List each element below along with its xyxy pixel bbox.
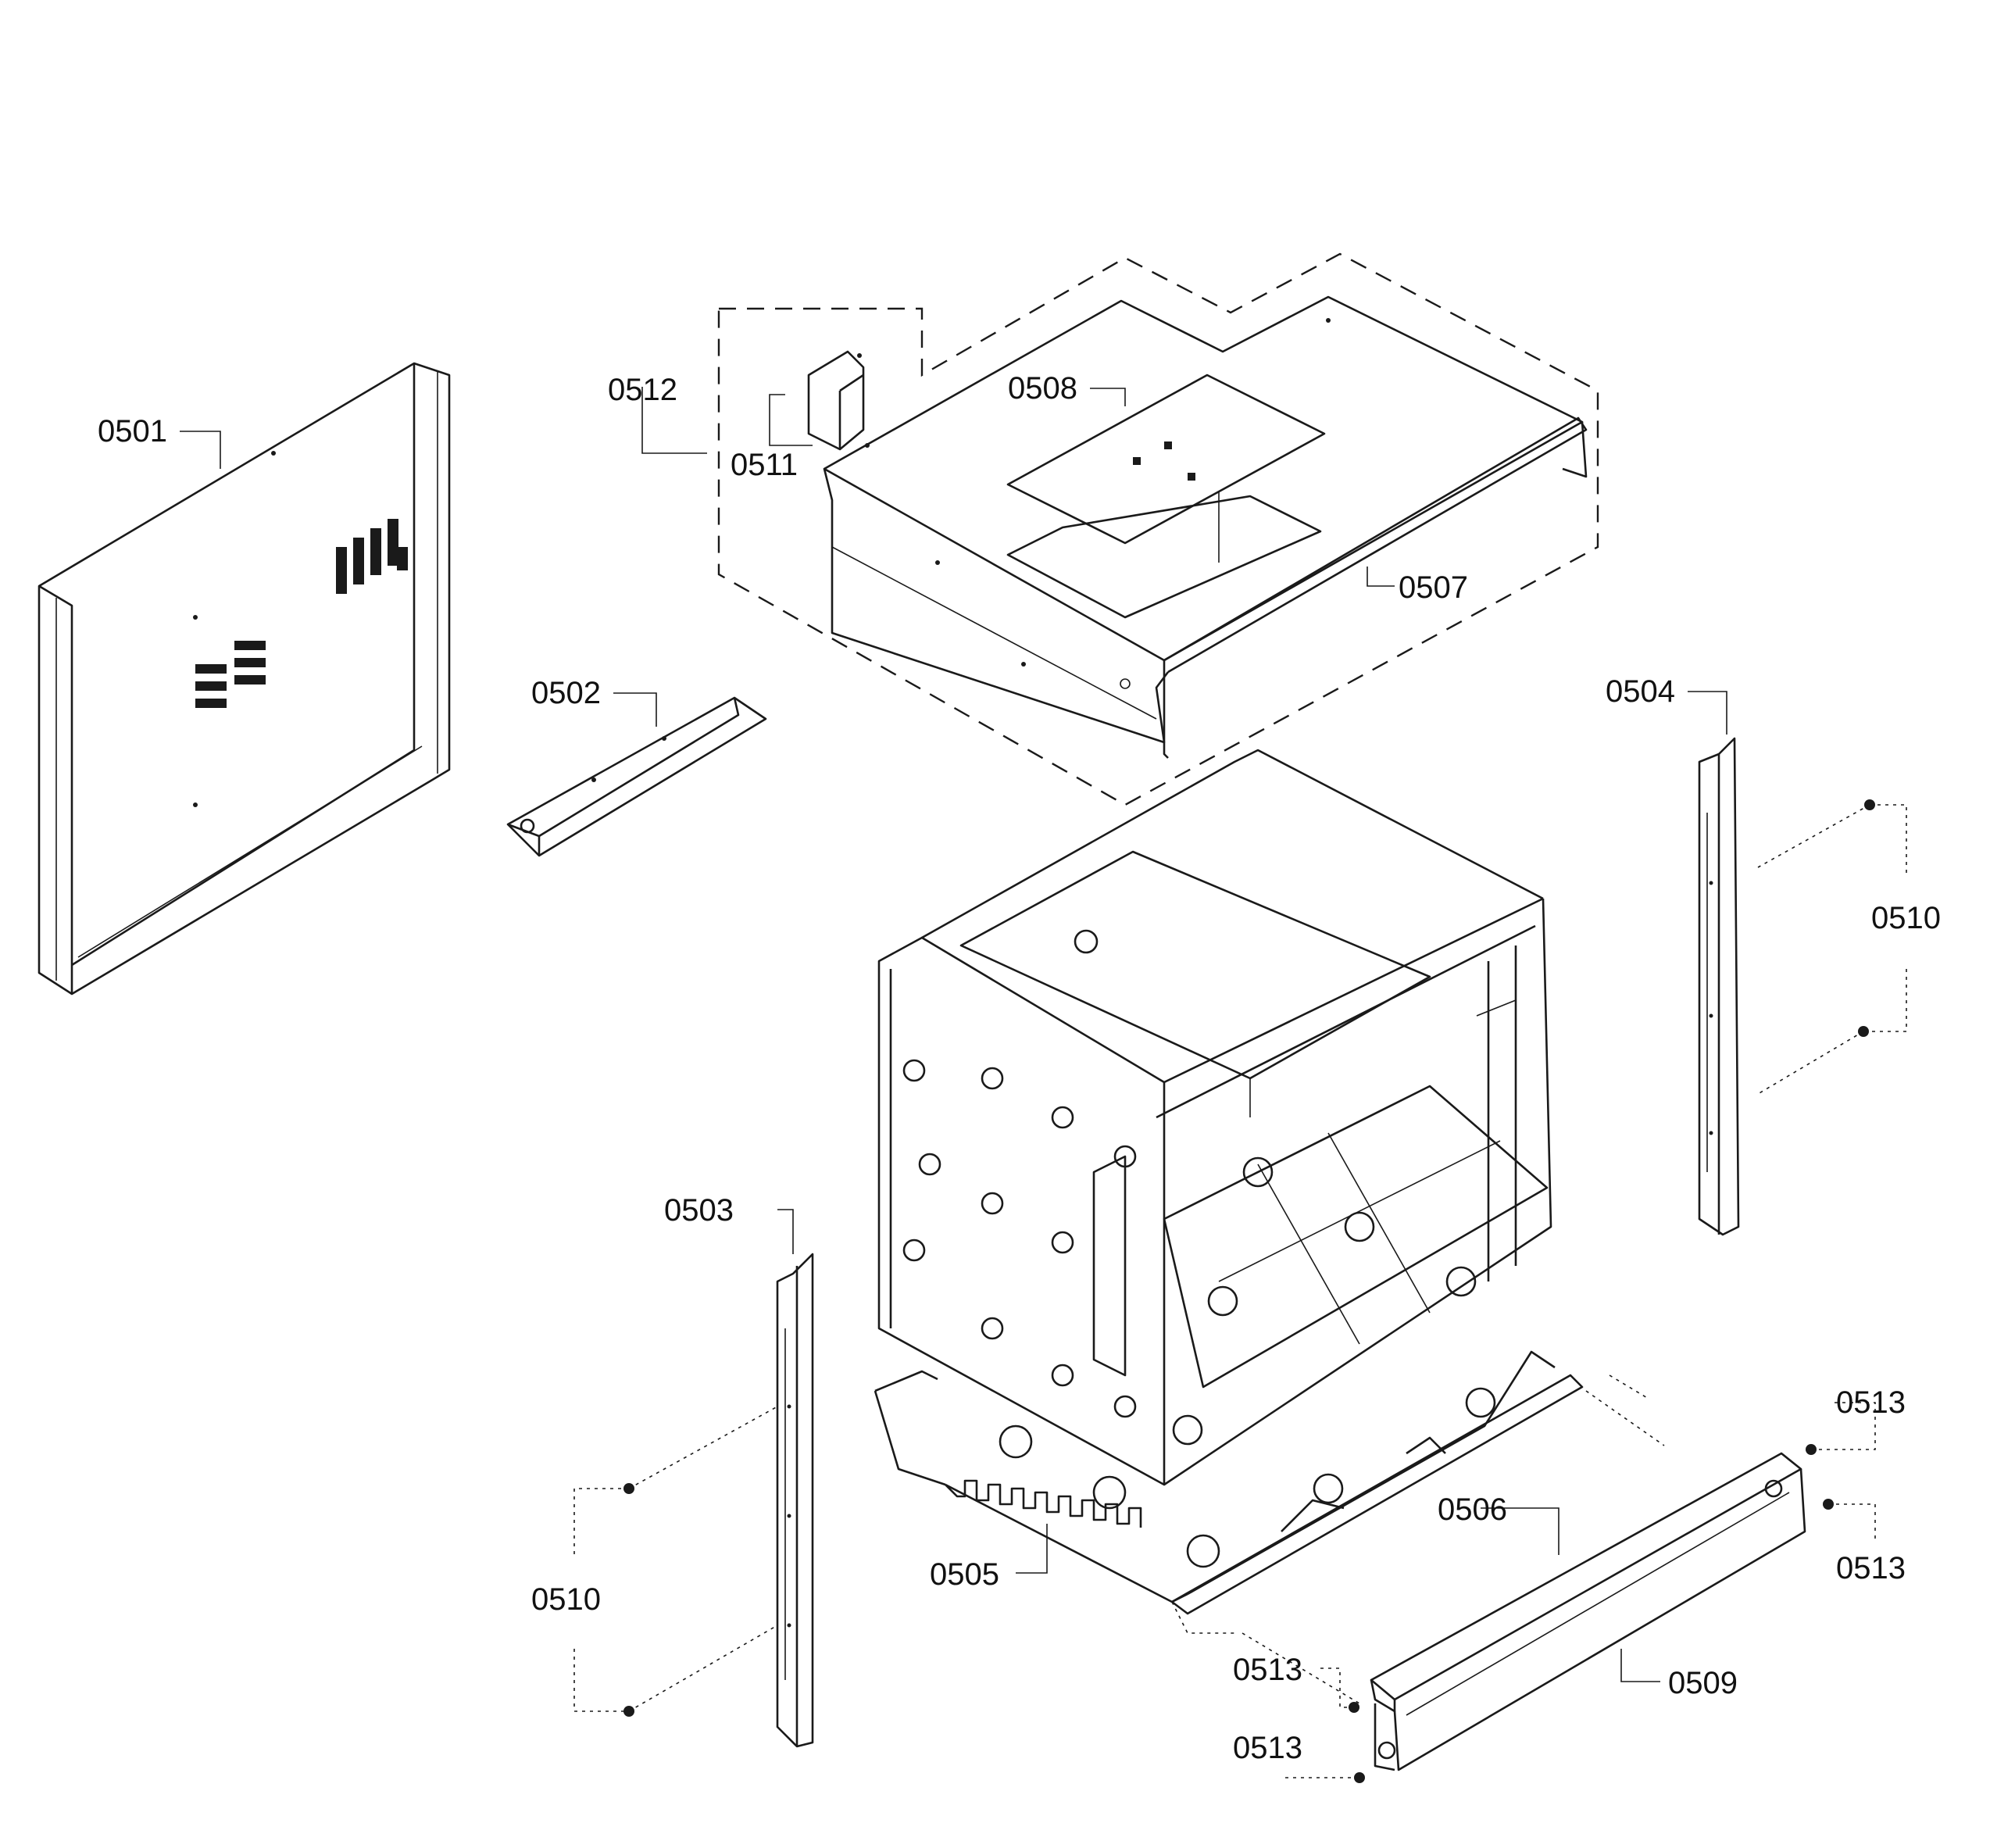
label-0510-right: 0510 xyxy=(1871,901,1941,935)
part-0507-top-cover xyxy=(823,295,1588,759)
leader-lines xyxy=(180,387,1907,1778)
label-0505: 0505 xyxy=(930,1557,999,1592)
label-0512: 0512 xyxy=(608,373,677,407)
part-0502-bracket xyxy=(506,696,767,857)
label-0501: 0501 xyxy=(98,414,167,449)
part-0511-small-bracket xyxy=(807,350,865,451)
label-0502: 0502 xyxy=(531,676,601,710)
left-wall-holes xyxy=(902,1059,1137,1418)
screw-0513-d xyxy=(1354,1772,1365,1783)
floor-holes xyxy=(1172,1156,1477,1446)
part-0508-plate xyxy=(1006,374,1326,619)
screws xyxy=(623,799,1875,1783)
label-0506: 0506 xyxy=(1438,1492,1507,1527)
part-0503-left-rail xyxy=(776,1253,814,1748)
label-0503: 0503 xyxy=(664,1193,734,1228)
vent-slots-lower xyxy=(195,641,266,708)
label-0513-b: 0513 xyxy=(1836,1551,1906,1585)
label-0510-left: 0510 xyxy=(531,1582,601,1617)
part-0504-right-rail xyxy=(1698,737,1740,1236)
label-0513-c: 0513 xyxy=(1233,1653,1302,1687)
oven-cavity-frame xyxy=(877,749,1552,1486)
label-0507: 0507 xyxy=(1399,570,1468,605)
top-assembly-dashed-outline xyxy=(717,252,1599,806)
label-0513-a: 0513 xyxy=(1836,1385,1906,1420)
label-0513-d: 0513 xyxy=(1233,1731,1302,1765)
label-0511: 0511 xyxy=(731,448,798,482)
label-0509: 0509 xyxy=(1668,1666,1738,1700)
assembly-lines xyxy=(628,804,1870,1712)
part-0501-side-panel xyxy=(38,362,451,995)
part-labels: 0501 0502 0503 0504 0505 0506 0507 0508 … xyxy=(98,371,1941,1765)
part-0506-front-strip xyxy=(1170,1350,1584,1634)
label-0504: 0504 xyxy=(1606,674,1675,709)
vent-slots-upper xyxy=(336,519,408,594)
label-0508: 0508 xyxy=(1008,371,1077,406)
part-0509-lower-rail xyxy=(1370,1452,1806,1771)
